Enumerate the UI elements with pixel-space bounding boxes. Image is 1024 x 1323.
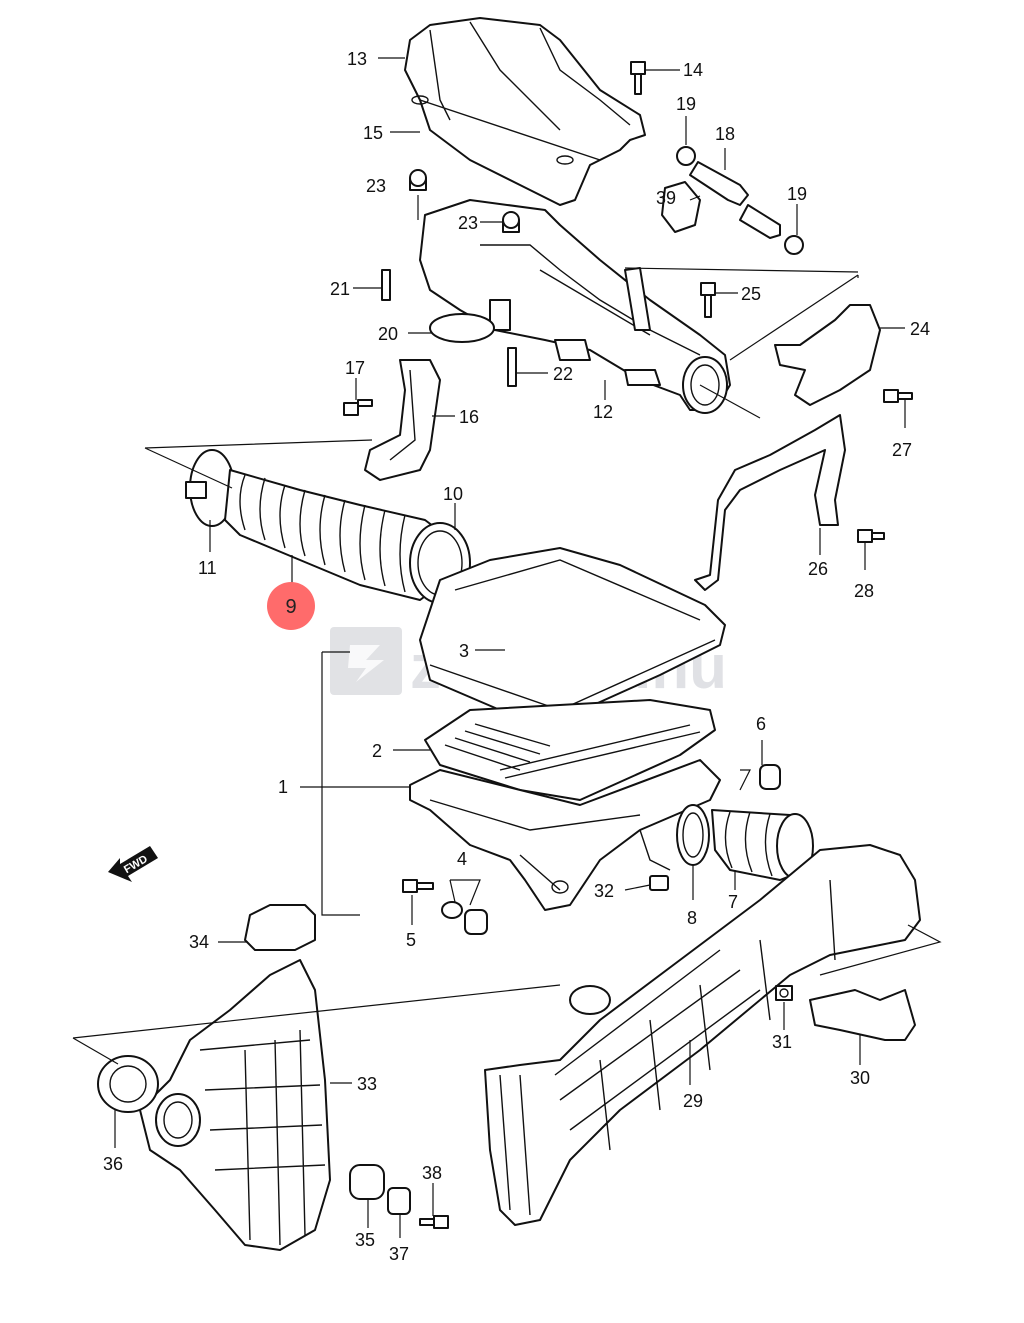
label-6[interactable]: 6 (756, 714, 766, 734)
label-28[interactable]: 28 (854, 581, 874, 601)
label-23b[interactable]: 23 (458, 213, 478, 233)
part-14-bolt[interactable] (630, 61, 646, 95)
fwd-label: FWD (122, 853, 150, 876)
part-28-bolt[interactable] (857, 529, 885, 543)
label-19a[interactable]: 19 (676, 94, 696, 114)
part-25-bolt[interactable] (700, 282, 716, 318)
part-labels: 13 14 15 19 18 23 19 39 23 21 25 24 20 1… (103, 49, 930, 1264)
label-16[interactable]: 16 (459, 407, 479, 427)
label-31[interactable]: 31 (772, 1032, 792, 1052)
part-24-bracket[interactable] (774, 304, 881, 406)
label-24[interactable]: 24 (910, 319, 930, 339)
label-25[interactable]: 25 (741, 284, 761, 304)
part-29-intake-duct[interactable] (484, 844, 921, 1226)
label-23a[interactable]: 23 (366, 176, 386, 196)
part-17-bolt[interactable] (343, 399, 373, 416)
part-23-nut-a[interactable] (409, 169, 427, 191)
part-16-bracket[interactable] (364, 359, 441, 481)
part-34-cap[interactable] (244, 904, 316, 951)
label-19b[interactable]: 19 (787, 184, 807, 204)
part-27-bolt[interactable] (883, 389, 913, 403)
label-27[interactable]: 27 (892, 440, 912, 460)
part-19-clamp-b[interactable] (784, 235, 804, 255)
label-11[interactable]: 11 (198, 558, 217, 578)
label-22[interactable]: 22 (553, 364, 573, 384)
part-18-hose[interactable] (689, 161, 749, 206)
part-35-grommet[interactable] (349, 1164, 385, 1200)
label-12[interactable]: 12 (593, 402, 613, 422)
part-4-grommet-set[interactable] (441, 901, 488, 935)
part-22-stud[interactable] (507, 347, 517, 387)
label-36[interactable]: 36 (103, 1154, 123, 1174)
label-34[interactable]: 34 (189, 932, 209, 952)
part-30-bracket[interactable] (809, 989, 916, 1041)
group-lines (72, 267, 942, 1065)
part-32-clip[interactable] (649, 875, 669, 891)
label-8[interactable]: 8 (687, 908, 697, 928)
part-8-clamp[interactable] (676, 804, 710, 866)
leader-lines (114, 57, 906, 1238)
label-7[interactable]: 7 (728, 892, 738, 912)
part-31-nut[interactable] (775, 985, 793, 1001)
part-26-stay[interactable] (694, 414, 846, 591)
part-36-collar[interactable] (97, 1055, 159, 1113)
highlight-part-9[interactable]: 9 (267, 582, 315, 630)
label-3[interactable]: 3 (459, 641, 469, 661)
part-1-lower-case[interactable] (409, 759, 721, 911)
part-air-cleaner-lid[interactable] (419, 547, 726, 721)
fwd-arrow-icon: FWD (108, 846, 158, 882)
label-15[interactable]: 15 (363, 123, 383, 143)
label-32[interactable]: 32 (594, 881, 614, 901)
part-6-grommet[interactable] (759, 764, 781, 790)
label-38[interactable]: 38 (422, 1163, 442, 1183)
part-23-nut-b[interactable] (502, 211, 520, 233)
part-7-hose[interactable] (711, 809, 814, 881)
label-37[interactable]: 37 (389, 1244, 409, 1264)
label-21[interactable]: 21 (330, 279, 350, 299)
label-9: 9 (285, 596, 296, 618)
label-2[interactable]: 2 (372, 741, 382, 761)
label-10[interactable]: 10 (443, 484, 463, 504)
part-39-clip[interactable] (661, 181, 701, 233)
part-20-seal[interactable] (429, 313, 495, 343)
part-37-collar[interactable] (387, 1187, 411, 1215)
label-1[interactable]: 1 (278, 777, 288, 797)
label-26[interactable]: 26 (808, 559, 828, 579)
part-38-bolt[interactable] (419, 1215, 449, 1229)
label-18[interactable]: 18 (715, 124, 735, 144)
label-13[interactable]: 13 (347, 49, 367, 69)
label-20[interactable]: 20 (378, 324, 398, 344)
label-29[interactable]: 29 (683, 1091, 703, 1111)
label-5[interactable]: 5 (406, 930, 416, 950)
part-2-filter-element[interactable] (424, 699, 716, 801)
part-33-resonator[interactable] (139, 959, 331, 1251)
highlight-circle (267, 582, 315, 630)
label-17[interactable]: 17 (345, 358, 365, 378)
label-4[interactable]: 4 (457, 849, 467, 869)
part-19-clamp-a[interactable] (676, 146, 696, 166)
part-5-bolt[interactable] (402, 879, 434, 893)
part-21-stud[interactable] (381, 269, 391, 301)
part-18-hose-lower[interactable] (739, 204, 781, 239)
label-33[interactable]: 33 (357, 1074, 377, 1094)
label-35[interactable]: 35 (355, 1230, 375, 1250)
part-12-upper-case[interactable] (419, 199, 731, 414)
part-13-duct-cover[interactable] (404, 17, 646, 206)
label-14[interactable]: 14 (683, 60, 703, 80)
label-39[interactable]: 39 (656, 188, 676, 208)
label-30[interactable]: 30 (850, 1068, 870, 1088)
